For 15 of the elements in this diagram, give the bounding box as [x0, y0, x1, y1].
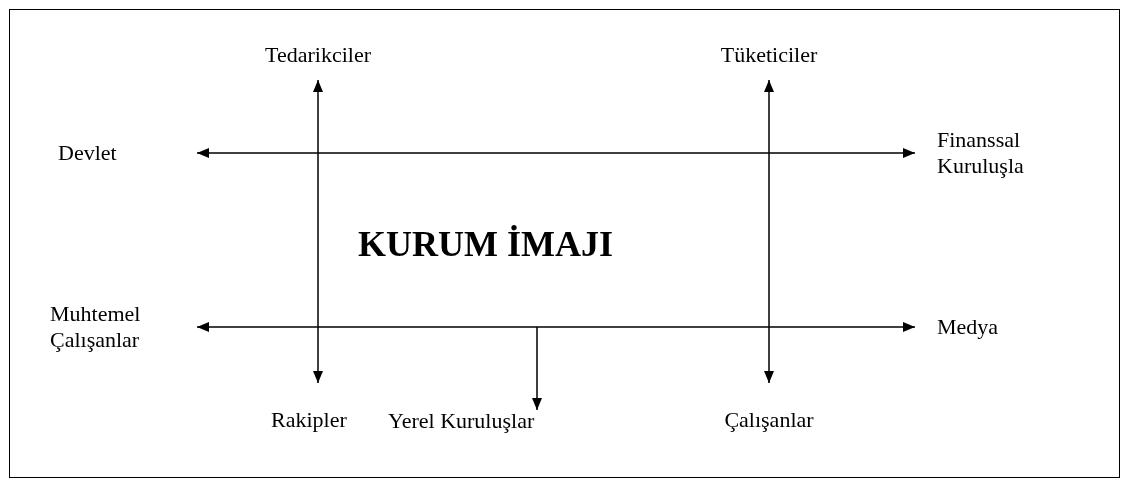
node-label: Tüketiciler [720, 42, 818, 69]
center-title: KURUM İMAJI [358, 223, 613, 265]
node-label: Yerel Kuruluşlar [388, 407, 535, 434]
node-label: Muhtemel Çalışanlar [50, 300, 142, 354]
arrow [196, 322, 916, 332]
node-label: Devlet [58, 139, 117, 167]
node-label: Finanssal Kuruluşla [937, 126, 1025, 180]
arrow [196, 148, 916, 158]
arrow [532, 326, 542, 411]
node-label: Medya [937, 313, 999, 341]
node-label: Çalışanlar [724, 406, 814, 433]
node-label: Tedarikciler [265, 42, 371, 69]
node-label: Rakipler [271, 406, 347, 433]
arrow [764, 79, 774, 384]
arrow [313, 79, 323, 384]
